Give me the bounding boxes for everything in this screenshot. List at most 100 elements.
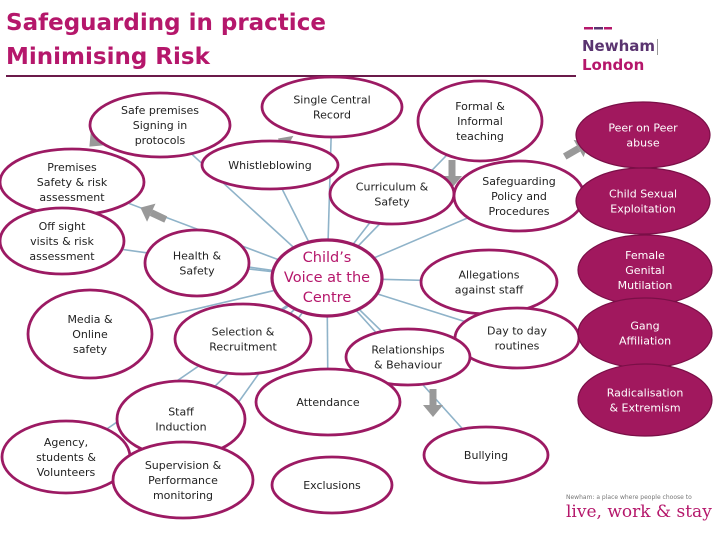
- node-label: Agency,: [44, 436, 88, 449]
- node-label: Day to day: [487, 325, 547, 338]
- node-label: Mutilation: [618, 279, 673, 292]
- node-label: teaching: [456, 130, 504, 143]
- node-label: Safety: [374, 196, 410, 209]
- node-label: Premises: [47, 161, 97, 174]
- node-label: Child’s: [303, 250, 352, 266]
- node-label: routines: [495, 340, 540, 353]
- node-label: students &: [36, 451, 96, 464]
- node-label: Selection &: [212, 326, 275, 339]
- node-peer-on-peer: Peer on Peer abuse: [575, 101, 711, 169]
- node-label: Safeguarding: [482, 175, 555, 188]
- title-divider: [6, 75, 576, 77]
- title-line-1: Safeguarding in practice: [6, 10, 326, 36]
- node-attendance: Attendance: [254, 367, 402, 437]
- node-curriculum-safety: Curriculum & Safety: [328, 162, 456, 226]
- node-label: Radicalisation: [607, 387, 684, 400]
- node-label: Staff: [168, 406, 194, 419]
- node-label: Safety: [179, 265, 215, 278]
- node-day-to-day: Day to day routines: [453, 306, 581, 370]
- node-label: Curriculum &: [356, 181, 429, 194]
- connector-line: [65, 277, 328, 458]
- node-label: Relationships: [371, 344, 445, 357]
- node-bullying: Bullying: [422, 425, 550, 485]
- node-label: against staff: [455, 284, 524, 297]
- node-label: Exclusions: [303, 479, 361, 492]
- node-label: Attendance: [296, 396, 359, 409]
- newham-london-logo: NewhamLondon: [582, 36, 712, 74]
- node-label: Gang: [630, 320, 659, 333]
- node-label: Induction: [155, 421, 206, 434]
- node-label: Recruitment: [209, 341, 277, 354]
- node-label: Record: [313, 109, 351, 122]
- node-label: Safety & risk: [37, 176, 108, 189]
- node-label: Whistleblowing: [228, 159, 312, 172]
- node-radicalisation: Radicalisation & Extremism: [577, 363, 713, 437]
- node-label: Off sight: [39, 220, 86, 233]
- node-media-online: Media & Online safety: [26, 288, 154, 380]
- node-label: Voice at the: [284, 270, 370, 286]
- footer-slogan: live, work & stay: [566, 502, 712, 522]
- node-label: Centre: [303, 290, 352, 306]
- arrow-icon: [140, 203, 168, 223]
- node-formal-informal-teaching: Formal & Informal teaching: [416, 79, 544, 163]
- node-label: Child Sexual: [609, 188, 677, 201]
- node-label: safety: [73, 343, 107, 356]
- node-label: assessment: [29, 250, 95, 263]
- title-line-2: Minimising Risk: [6, 44, 210, 70]
- logo-divider: [657, 38, 659, 55]
- node-agency-students: Agency, students & Volunteers: [0, 419, 132, 495]
- node-whistleblowing: Whistleblowing: [200, 139, 340, 191]
- node-label: Policy and: [491, 190, 547, 203]
- node-exclusions: Exclusions: [270, 455, 394, 515]
- node-relationships: Relationships & Behaviour: [344, 327, 472, 387]
- node-selection-recruitment: Selection & Recruitment: [173, 302, 313, 376]
- node-label: Allegations: [459, 269, 520, 282]
- arrow-icon: [423, 389, 443, 417]
- node-label: Informal: [457, 115, 503, 128]
- node-label: Procedures: [489, 205, 550, 218]
- node-label: Signing in: [133, 119, 188, 132]
- node-label: Exploitation: [610, 203, 675, 216]
- node-label: & Behaviour: [374, 359, 442, 372]
- node-allegations: Allegations against staff: [419, 248, 559, 316]
- newham-logo-mark-icon: [584, 27, 612, 30]
- node-label: protocols: [135, 134, 186, 147]
- node-label: Supervision &: [145, 459, 222, 472]
- logo-london: London: [582, 56, 645, 74]
- node-label: Bullying: [464, 449, 508, 462]
- logo-newham: Newham: [582, 37, 656, 55]
- node-label: Performance: [148, 474, 218, 487]
- node-label: Media &: [67, 313, 113, 326]
- node-label: Female: [625, 249, 665, 262]
- node-label: Health &: [173, 250, 222, 263]
- node-label: Genital: [625, 264, 664, 277]
- node-label: Safe premises: [121, 104, 199, 117]
- node-label: Peer on Peer: [608, 122, 678, 135]
- node-label: Formal &: [455, 100, 505, 113]
- page-title: Safeguarding in practice Minimising Risk: [6, 6, 326, 74]
- node-label: abuse: [626, 137, 659, 150]
- node-health-safety: Health & Safety: [143, 228, 251, 298]
- node-supervision: Supervision & Performance monitoring: [111, 440, 255, 520]
- node-label: assessment: [39, 191, 105, 204]
- node-off-sight-visits: Off sight visits & risk assessment: [0, 206, 126, 276]
- node-label: Online: [72, 328, 108, 341]
- node-label: & Extremism: [609, 402, 680, 415]
- node-label: Single Central: [293, 94, 370, 107]
- node-label: Volunteers: [37, 466, 96, 479]
- node-label: monitoring: [153, 489, 213, 502]
- footer-tagline: Newham: a place where people choose to: [566, 494, 692, 501]
- node-label: Affiliation: [619, 335, 671, 348]
- node-label: visits & risk: [30, 235, 94, 248]
